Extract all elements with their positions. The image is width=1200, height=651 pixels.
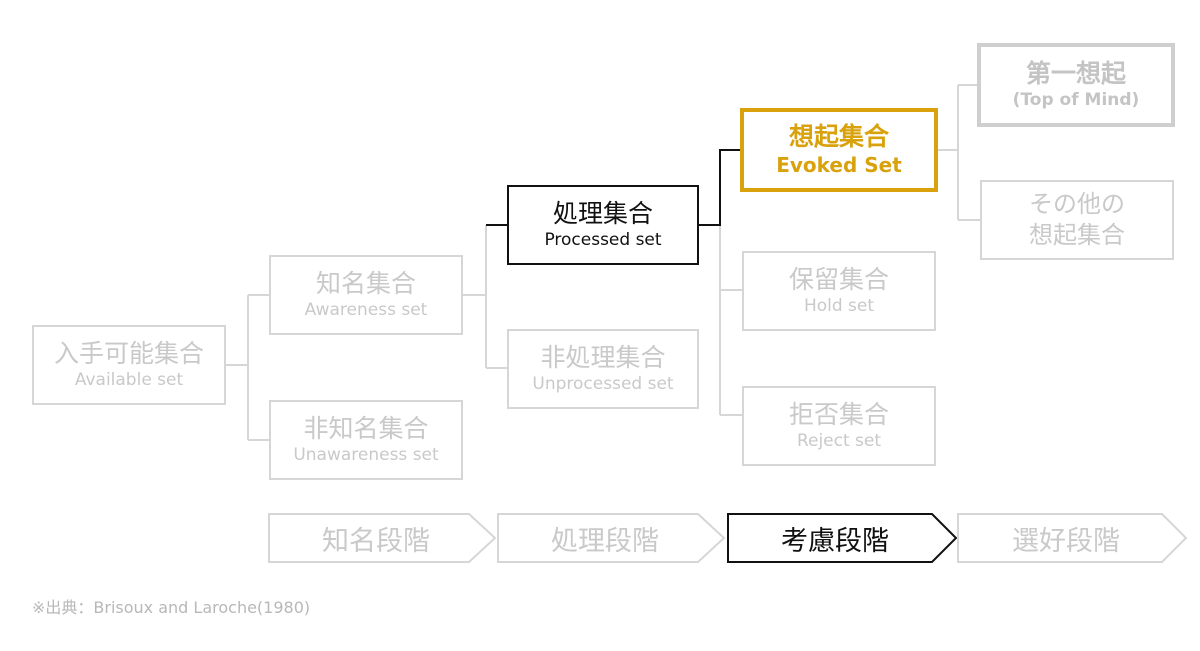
- top-of-mind-jp-label: 第一想起: [1025, 58, 1126, 88]
- available-set-node: 入手可能集合 Available set: [32, 325, 226, 405]
- unprocessed-set-en-label: Unprocessed set: [532, 373, 674, 394]
- hold-set-node: 保留集合 Hold set: [742, 251, 936, 331]
- stage-label-awareness: 知名段階: [322, 525, 430, 557]
- hold-set-en-label: Hold set: [803, 295, 875, 316]
- unprocessed-set-jp-label: 非処理集合: [540, 342, 666, 372]
- awareness-set-jp-label: 知名集合: [315, 268, 416, 298]
- awareness-set-node: 知名集合 Awareness set: [269, 255, 463, 335]
- reject-set-jp-label: 拒否集合: [788, 399, 889, 429]
- processed-set-jp-label: 処理集合: [552, 198, 653, 228]
- stage-arrow-consideration: [727, 513, 958, 563]
- available-set-en-label: Available set: [74, 369, 184, 390]
- evoked-set-node: 想起集合 Evoked Set: [740, 108, 938, 192]
- stage-arrow-processing: [497, 513, 726, 563]
- hold-set-jp-label: 保留集合: [788, 264, 889, 294]
- stage-label-consideration: 考慮段階: [781, 525, 889, 557]
- stage-arrow-awareness: [268, 513, 497, 563]
- top-of-mind-node: 第一想起 (Top of Mind): [977, 43, 1175, 127]
- available-set-jp-label: 入手可能集合: [53, 338, 204, 368]
- top-of-mind-en-label: (Top of Mind): [1012, 89, 1140, 110]
- evoked-set-jp-label: 想起集合: [788, 122, 889, 152]
- other-evoked-set-node: その他の 想起集合: [980, 180, 1174, 260]
- unawareness-set-node: 非知名集合 Unawareness set: [269, 400, 463, 480]
- unprocessed-set-node: 非処理集合 Unprocessed set: [507, 329, 699, 409]
- stage-arrow-preference: [957, 513, 1188, 563]
- processed-set-node: 処理集合 Processed set: [507, 185, 699, 265]
- processed-set-en-label: Processed set: [544, 229, 662, 250]
- other-evoked-line2: 想起集合: [1029, 221, 1125, 249]
- other-evoked-line1: その他の: [1029, 189, 1125, 218]
- source-citation: ※出典：Brisoux and Laroche(1980): [32, 598, 311, 617]
- awareness-set-en-label: Awareness set: [304, 299, 428, 320]
- stage-label-preference: 選好段階: [1012, 525, 1120, 557]
- unawareness-set-en-label: Unawareness set: [293, 444, 439, 465]
- stage-label-processing: 処理段階: [551, 525, 659, 557]
- unawareness-set-jp-label: 非知名集合: [303, 413, 429, 443]
- reject-set-node: 拒否集合 Reject set: [742, 386, 936, 466]
- evoked-set-en-label: Evoked Set: [776, 152, 902, 177]
- reject-set-en-label: Reject set: [796, 430, 882, 451]
